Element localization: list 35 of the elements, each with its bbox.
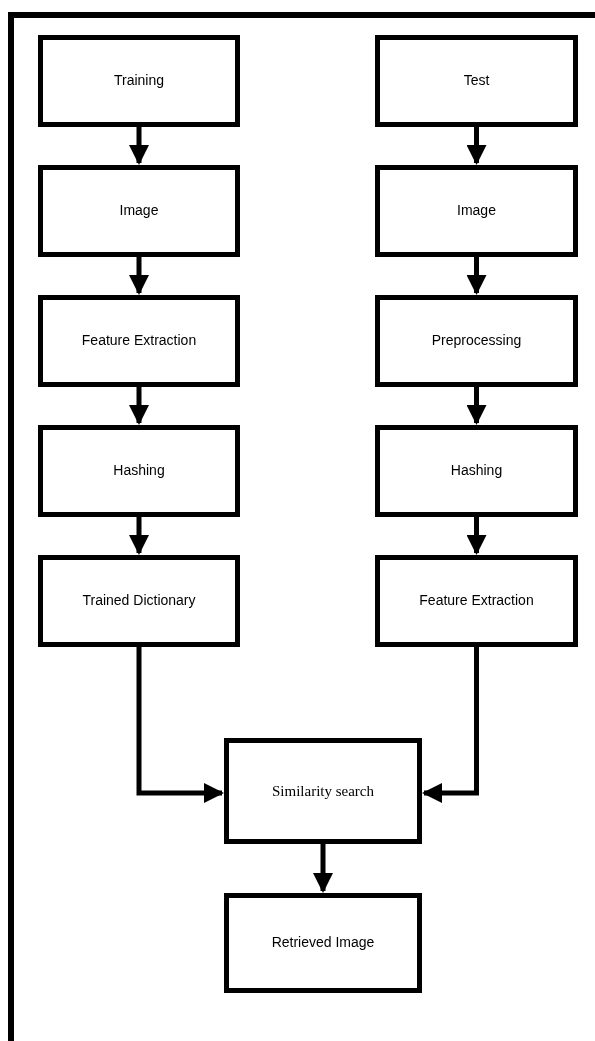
process-box	[38, 35, 240, 127]
arrow	[466, 517, 487, 555]
arrow	[466, 387, 487, 425]
box-label: Hashing	[113, 461, 165, 481]
box-label: Retrieved Image	[271, 933, 375, 953]
arrow	[129, 517, 149, 555]
box-label: Feature Extraction	[419, 591, 534, 611]
box-label: Similarity search	[271, 781, 375, 801]
process-box	[375, 425, 578, 517]
arrow	[466, 257, 487, 295]
box-label: Feature Extraction	[81, 331, 197, 351]
arrow	[136, 647, 224, 803]
process-box	[38, 555, 240, 647]
process-box	[375, 35, 578, 127]
box-label: Training	[113, 71, 165, 91]
process-box	[38, 165, 240, 257]
process-box	[224, 893, 422, 993]
arrow	[422, 647, 479, 803]
box-label: Trained Dictionary	[82, 591, 196, 611]
process-box	[38, 295, 240, 387]
box-label: Image	[457, 201, 496, 221]
box-label: Hashing	[450, 461, 503, 481]
arrow	[466, 127, 487, 165]
box-label: Test	[463, 71, 490, 91]
box-label: Image	[119, 201, 159, 221]
process-box	[375, 295, 578, 387]
process-box	[38, 425, 240, 517]
arrow	[129, 257, 149, 295]
arrow	[313, 844, 333, 893]
process-box	[375, 555, 578, 647]
arrow	[129, 387, 149, 425]
process-box	[224, 738, 422, 844]
box-label: Preprocessing	[431, 331, 522, 351]
process-box	[375, 165, 578, 257]
arrow	[129, 127, 149, 165]
